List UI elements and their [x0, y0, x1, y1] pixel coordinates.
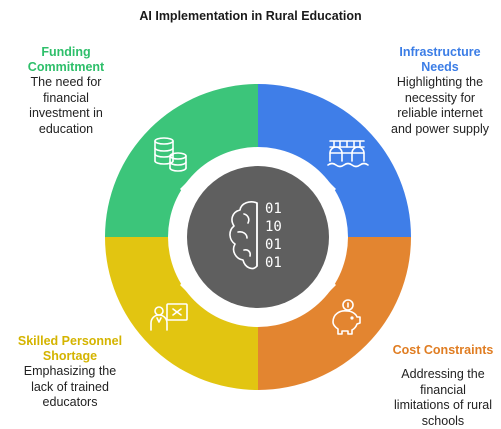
skilled-label: Skilled Personnel Shortage Emphasizing t…: [4, 334, 136, 411]
description-line: limitations of rural: [380, 398, 501, 414]
infrastructure-heading: Infrastructure Needs: [378, 45, 501, 75]
skilled-heading: Skilled Personnel Shortage: [4, 334, 136, 364]
infrastructure-label: Infrastructure Needs Highlighting the ne…: [378, 45, 501, 137]
description-line: educators: [4, 395, 136, 411]
description-line: investment in: [8, 106, 124, 122]
funding-heading: Funding Commitment: [8, 45, 124, 75]
heading-line: Needs: [378, 60, 501, 75]
funding-label: Funding Commitment The need for financia…: [8, 45, 124, 137]
description-line: and power supply: [378, 122, 501, 138]
heading-line: Funding: [8, 45, 124, 60]
infrastructure-description: Highlighting the necessity for reliable …: [378, 75, 501, 137]
binary-line: 01: [265, 237, 282, 253]
heading-line: Commitment: [8, 60, 124, 75]
cost-description: Addressing the financial limitations of …: [380, 367, 501, 429]
skilled-description: Emphasizing the lack of trained educator…: [4, 364, 136, 411]
heading-line: Skilled Personnel: [4, 334, 136, 349]
description-line: The need for: [8, 75, 124, 91]
cost-label: Cost Constraints Addressing the financia…: [380, 343, 501, 429]
description-line: lack of trained: [4, 380, 136, 396]
description-line: Emphasizing the: [4, 364, 136, 380]
center-circle: [187, 166, 329, 308]
description-line: financial: [8, 91, 124, 107]
description-line: reliable internet: [378, 106, 501, 122]
description-line: Highlighting the: [378, 75, 501, 91]
heading-line: Infrastructure: [378, 45, 501, 60]
description-line: financial: [380, 383, 501, 399]
description-line: Addressing the: [380, 367, 501, 383]
cost-heading: Cost Constraints: [380, 343, 501, 358]
binary-line: 10: [265, 219, 282, 235]
funding-description: The need for financial investment in edu…: [8, 75, 124, 137]
heading-line: Cost Constraints: [380, 343, 501, 358]
description-line: necessity for: [378, 91, 501, 107]
heading-line: Shortage: [4, 349, 136, 364]
description-line: education: [8, 122, 124, 138]
binary-line: 01: [265, 255, 282, 271]
binary-line: 01: [265, 201, 282, 217]
